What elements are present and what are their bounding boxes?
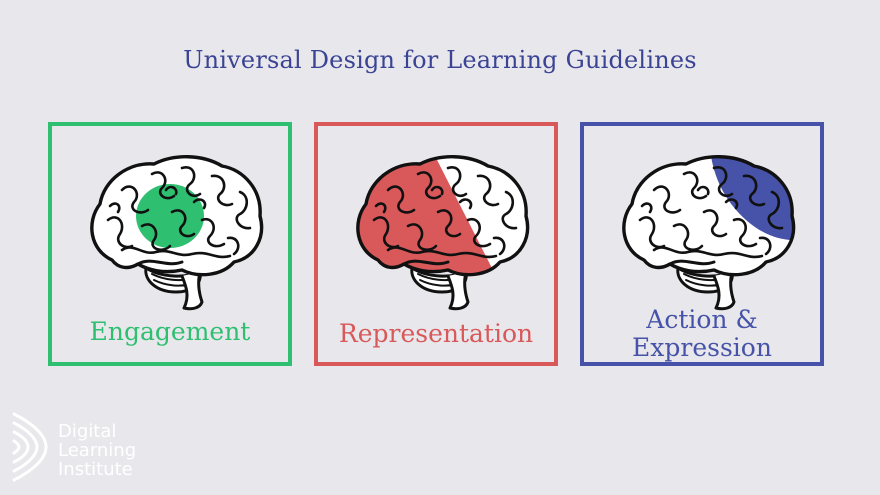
digital-learning-institute-logo: Digital Learning Institute — [10, 410, 180, 486]
brain-icon — [90, 155, 264, 311]
logo-text: Digital Learning Institute — [58, 421, 137, 480]
brain-icon — [622, 155, 796, 311]
engagement-card: Engagement — [48, 122, 292, 366]
representation-card: Representation — [314, 122, 558, 366]
engagement-label: Engagement — [89, 317, 251, 346]
sound-wave-icon — [12, 412, 48, 482]
brain-icon — [356, 155, 530, 311]
page-title: Universal Design for Learning Guidelines — [183, 46, 697, 74]
action-expression-label: Action & Expression — [632, 305, 772, 362]
representation-label: Representation — [338, 319, 534, 348]
action-expression-card: Action & Expression — [580, 122, 824, 366]
